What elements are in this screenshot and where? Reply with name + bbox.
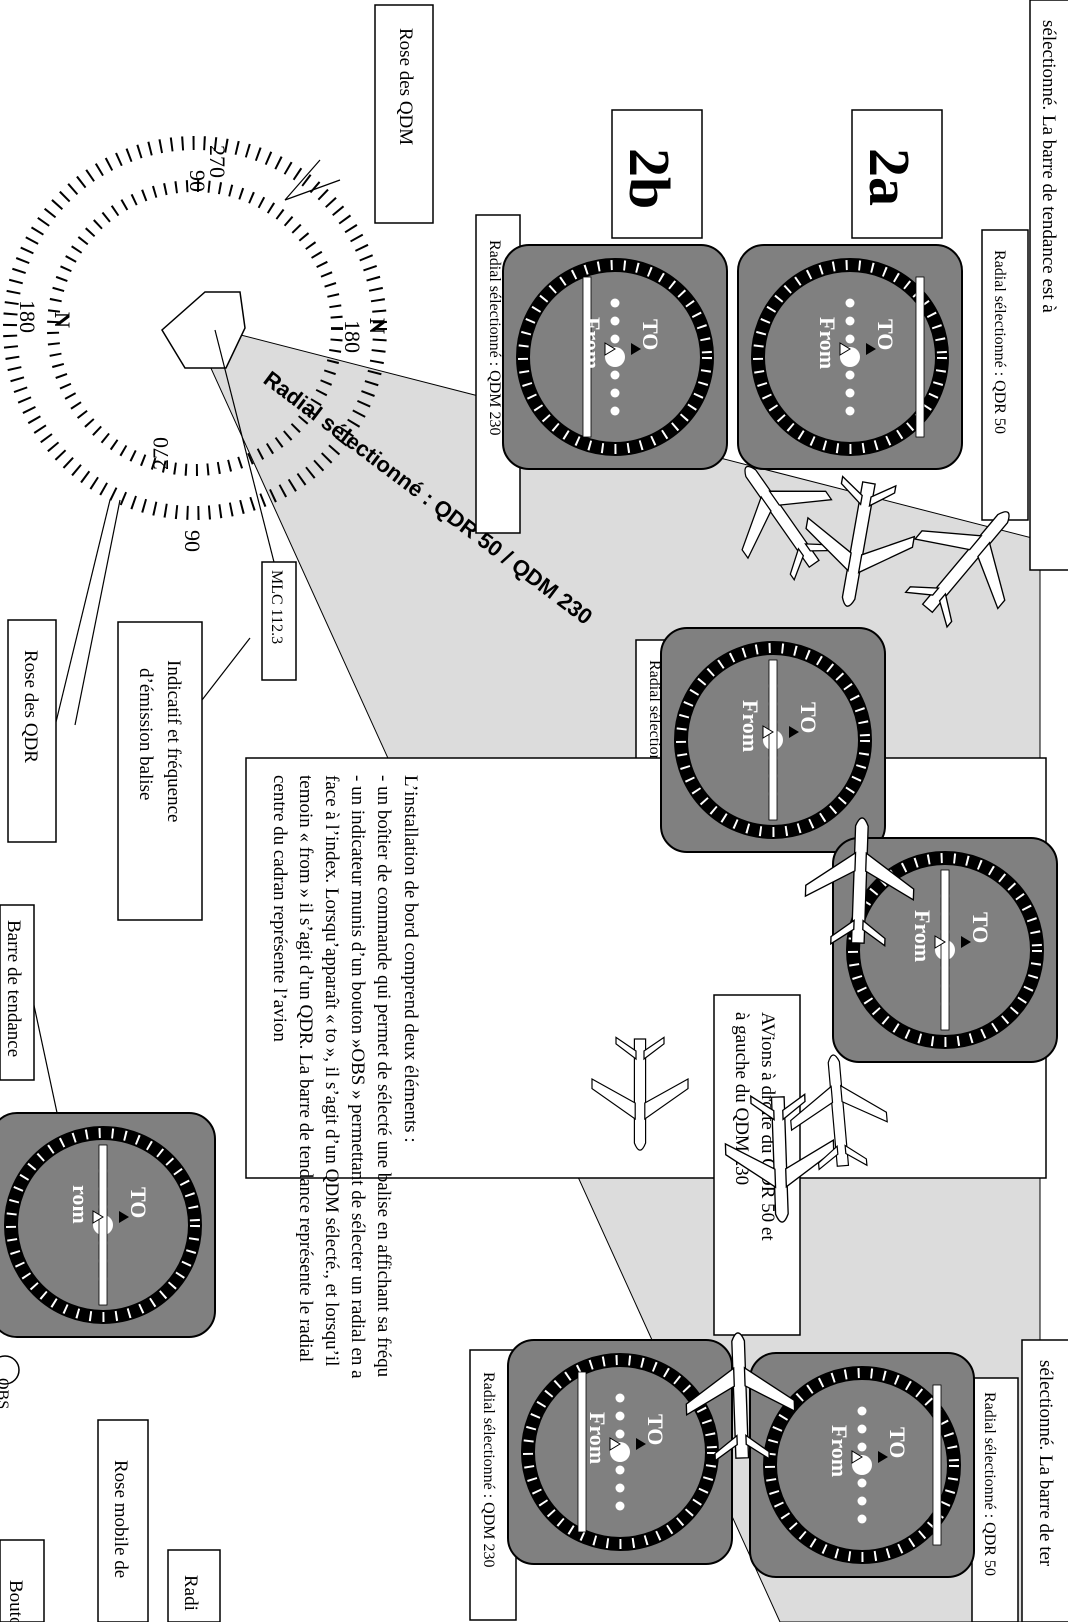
to-label: TO bbox=[643, 1414, 668, 1445]
callout-rose-qdr: Rose des QDR bbox=[20, 650, 41, 763]
callout-barre-box bbox=[0, 904, 35, 1081]
callout-radi-box bbox=[167, 1549, 221, 1622]
radial-label-1: Radial sélectionné : QDR 50 bbox=[991, 250, 1008, 434]
to-label: TO bbox=[873, 319, 898, 350]
callout-ident-2: d’émission balise bbox=[135, 668, 156, 800]
label-2b: 2b bbox=[617, 148, 682, 209]
to-label: TO bbox=[968, 912, 993, 943]
beacon-hexagon bbox=[161, 291, 246, 369]
paragraph-line-1: L’installation de bord comprend deux élé… bbox=[400, 775, 421, 1143]
from-label: From bbox=[910, 910, 935, 962]
rose-90-top: 90 bbox=[185, 170, 210, 192]
from-label: From bbox=[580, 317, 605, 369]
radial-label-box-1 bbox=[981, 229, 1029, 521]
label-2a-box bbox=[851, 109, 943, 239]
rose-270-bottom: 270 bbox=[148, 437, 173, 470]
obs-label: OBS bbox=[0, 1378, 11, 1409]
paragraph-line-5: temoin « from » il s’agit d’un QDR. La b… bbox=[295, 775, 316, 1362]
mlc-box bbox=[261, 561, 297, 681]
vor-indicator: TO rom bbox=[0, 1112, 216, 1338]
callout-ident-1: Indicatif et fréquence bbox=[163, 660, 184, 822]
obs-knob bbox=[0, 1355, 20, 1385]
paragraph-line-2: - un boîtier de commande qui permet de s… bbox=[373, 775, 394, 1378]
vor-indicator: TO From bbox=[749, 1352, 975, 1578]
callout-rose-qdr-box bbox=[7, 619, 57, 843]
top-text-box-b bbox=[1021, 1339, 1068, 1622]
top-text-box-a bbox=[1029, 0, 1068, 571]
to-label: TO bbox=[126, 1187, 151, 1218]
callout-ident-box bbox=[117, 621, 203, 921]
mlc-label: MLC 112.3 bbox=[268, 570, 285, 644]
callout-bouto: Bouto bbox=[5, 1580, 26, 1622]
from-label: From bbox=[827, 1425, 852, 1477]
compass-rose: 270 90 90 270 180 N 180 N bbox=[3, 136, 390, 552]
vor-indicator: TO From bbox=[507, 1339, 733, 1565]
callout-rose-mobile-box bbox=[97, 1419, 149, 1622]
vor-indicator: TO From bbox=[737, 244, 963, 470]
callout-rose-qdm: Rose des QDM bbox=[395, 28, 416, 145]
vor-indicator: TO From bbox=[502, 244, 728, 470]
label-2b-box bbox=[611, 109, 703, 239]
from-label: rom bbox=[68, 1185, 93, 1224]
vor-indicator: TO From bbox=[832, 837, 1058, 1063]
radial-label-box-5 bbox=[971, 1377, 1019, 1622]
callout-rose-mobile: Rose mobile de bbox=[110, 1460, 131, 1578]
from-label: From bbox=[738, 700, 763, 752]
to-label: TO bbox=[638, 319, 663, 350]
callout-rose-qdm-box bbox=[374, 4, 434, 224]
rose-90-bottom: 90 bbox=[180, 530, 205, 552]
rose-270-top: 270 bbox=[205, 145, 230, 178]
rose-n-left: N bbox=[50, 312, 75, 328]
to-label: TO bbox=[796, 702, 821, 733]
callout-bouto-box bbox=[0, 1539, 45, 1622]
radial-label-2: Radial sélectionné : QDM 230 bbox=[486, 240, 503, 436]
paragraph-line-3: - un indicateur munis d’un bouton »OBS »… bbox=[347, 775, 368, 1379]
planes-callout-2: à gauche du QDM 230 bbox=[731, 1012, 752, 1185]
radial-label-5: Radial sélectionné : QDR 50 bbox=[981, 1392, 998, 1576]
callout-barre: Barre de tendance bbox=[3, 920, 24, 1057]
to-label: TO bbox=[885, 1427, 910, 1458]
top-text-a: sélectionné. La barre de tendance est à bbox=[1038, 20, 1059, 313]
radial-label-6: Radial sélectionné : QDM 230 bbox=[480, 1372, 497, 1568]
from-label: From bbox=[585, 1412, 610, 1464]
paragraph-line-4: face à l’index. Lorsqu’apparaît « to », … bbox=[321, 775, 342, 1366]
rose-180-left: 180 bbox=[15, 300, 40, 333]
paragraph-line-6: centre du cadran représente l’avion bbox=[269, 775, 290, 1042]
top-text-b: sélectionné. La barre de ter bbox=[1035, 1360, 1056, 1567]
paragraph: L’installation de bord comprend deux élé… bbox=[269, 775, 421, 1379]
rose-180-right: 180 bbox=[340, 320, 365, 353]
from-label: From bbox=[815, 317, 840, 369]
callout-radi: Radi bbox=[180, 1575, 201, 1611]
rose-n-right: N bbox=[365, 318, 390, 334]
vor-indicator: TO From bbox=[660, 627, 886, 853]
label-2a: 2a bbox=[857, 148, 922, 206]
